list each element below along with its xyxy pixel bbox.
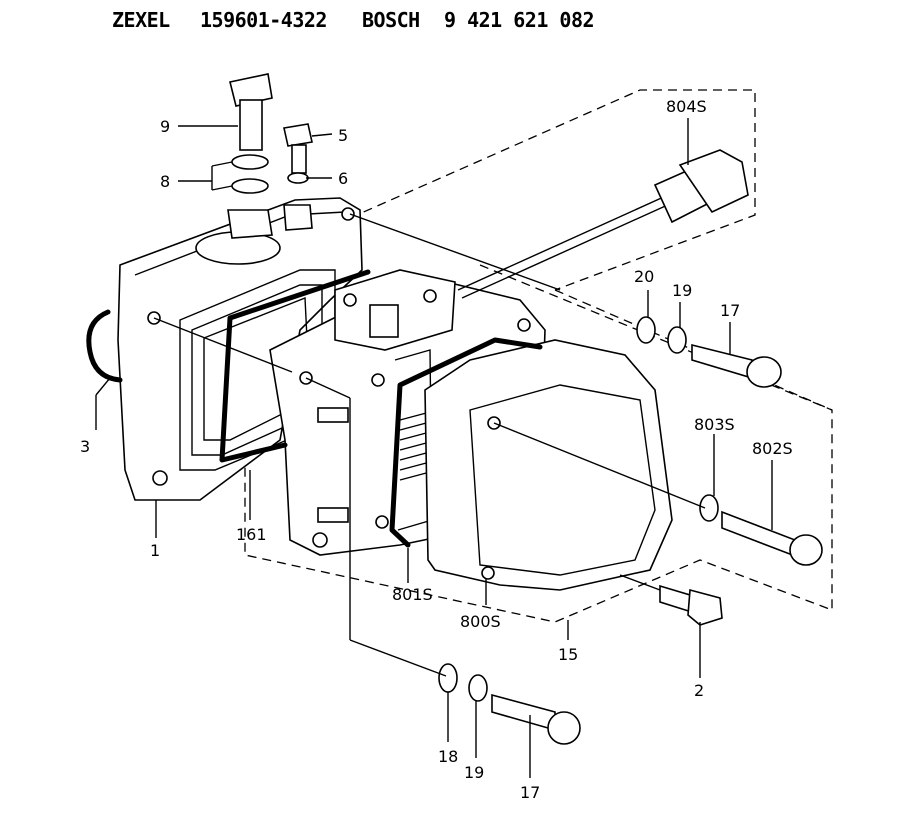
washer-6: [287, 172, 309, 184]
callout-161: 161: [236, 525, 267, 544]
callout-1: 1: [150, 541, 160, 560]
cover-800s: [424, 339, 673, 591]
connector-804s: [457, 149, 749, 299]
callout-803s: 803S: [694, 415, 735, 434]
leader-lines: [95, 118, 773, 778]
callout-804s: 804S: [666, 97, 707, 116]
callout-15: 15: [558, 645, 578, 664]
cooling-fins: [399, 411, 431, 481]
callout-20: 20: [634, 267, 654, 286]
part-number-bosch: 9 421 621 082: [444, 8, 595, 32]
callout-801s: 801S: [392, 585, 433, 604]
bolt-set-lower: [438, 663, 581, 745]
banjo-bolt-9: [229, 73, 273, 151]
screw-2: [659, 584, 723, 626]
callout-800s: 800S: [460, 612, 501, 631]
callout-19-lower: 19: [464, 763, 484, 782]
governor-housing: [117, 197, 363, 501]
bolt-5: [283, 123, 313, 174]
gasket-161: [219, 269, 371, 463]
callout-5: 5: [338, 126, 348, 145]
callout-17-lower: 17: [520, 783, 540, 802]
maker-zexel: ZEXEL: [112, 8, 170, 32]
callout-802s: 802S: [752, 439, 793, 458]
maker-bosch: BOSCH: [362, 8, 420, 32]
page-header: ZEXEL 159601-4322 BOSCH 9 421 621 082: [112, 8, 712, 38]
bolt-set-cover: [699, 494, 823, 566]
callout-3: 3: [80, 437, 90, 456]
callout-labels: 9 8 5 6 3 1 161 801S 800S 15 2 18 19 17 …: [80, 97, 793, 802]
gasket-801s: [389, 337, 543, 548]
callout-19-upper: 19: [672, 281, 692, 300]
callout-17-upper: 17: [720, 301, 740, 320]
callout-18: 18: [438, 747, 458, 766]
callout-9: 9: [160, 117, 170, 136]
bolt-set-upper: [636, 316, 782, 388]
callout-6: 6: [338, 169, 348, 188]
washers-8: [231, 154, 269, 194]
assembly-axis-lines: [153, 213, 706, 677]
part-number-zexel: 159601-4322: [200, 8, 327, 32]
callout-8: 8: [160, 172, 170, 191]
o-ring-3: [86, 309, 123, 383]
callout-2: 2: [694, 681, 704, 700]
